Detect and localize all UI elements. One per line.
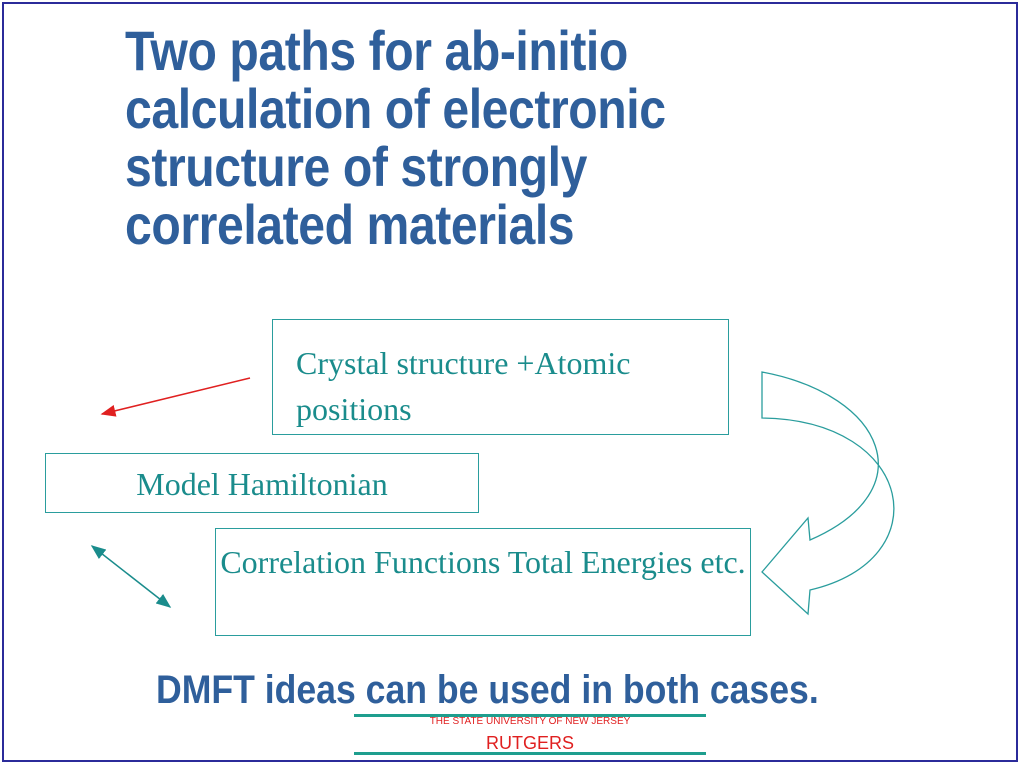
correlation-functions-label: Correlation Functions Total Energies etc… xyxy=(220,544,746,580)
crystal-structure-box: Crystal structure +Atomic positions xyxy=(272,319,729,435)
logo-subtitle: THE STATE UNIVERSITY OF NEW JERSEY xyxy=(429,716,631,727)
curved-arrow-crystal-to-correlation xyxy=(761,371,895,616)
slide-title: Two paths for ab-initio calculation of e… xyxy=(125,19,666,256)
model-hamiltonian-label: Model Hamiltonian xyxy=(136,466,388,502)
logo-rule-top xyxy=(354,714,706,717)
arrow-model-to-correlation xyxy=(90,545,172,608)
arrow-to-model-hamiltonian xyxy=(100,377,251,417)
conclusion-text: DMFT ideas can be used in both cases. xyxy=(156,668,819,712)
model-hamiltonian-box: Model Hamiltonian xyxy=(45,453,479,513)
logo-rule-bottom xyxy=(354,752,706,755)
rutgers-logo: RUTGERS xyxy=(485,733,574,753)
crystal-structure-label: Crystal structure +Atomic positions xyxy=(296,345,631,427)
correlation-functions-box: Correlation Functions Total Energies etc… xyxy=(215,528,751,636)
